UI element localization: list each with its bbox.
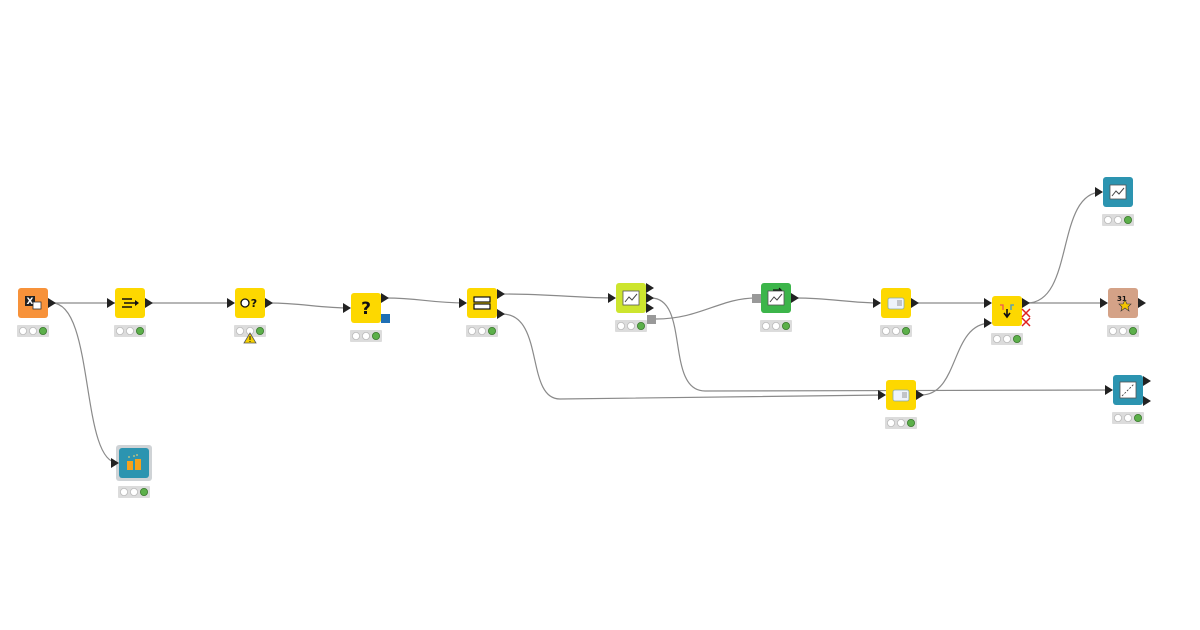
trend-arrow-icon xyxy=(767,287,785,306)
node-status-indicator xyxy=(991,333,1023,345)
question-mark-icon: ? xyxy=(361,299,371,319)
connection[interactable] xyxy=(269,302,351,309)
node-time-node[interactable]: 31 xyxy=(1100,288,1146,337)
connection[interactable] xyxy=(1026,191,1103,304)
model-input-port[interactable] xyxy=(752,294,761,303)
connection[interactable] xyxy=(385,297,467,304)
output-port[interactable] xyxy=(497,309,505,319)
connections xyxy=(51,191,1113,464)
node-excel-reader[interactable]: X xyxy=(17,288,56,337)
output-port[interactable] xyxy=(646,303,654,313)
node-status-indicator xyxy=(466,325,498,337)
output-port[interactable] xyxy=(646,283,654,293)
node-body[interactable] xyxy=(235,288,265,318)
input-port[interactable] xyxy=(343,303,351,313)
svg-text:31: 31 xyxy=(1117,295,1127,303)
input-port[interactable] xyxy=(878,390,886,400)
connection[interactable] xyxy=(51,302,119,464)
connection[interactable] xyxy=(795,297,881,304)
calendar-star-icon: 31 xyxy=(1117,295,1132,312)
output-port[interactable] xyxy=(145,298,153,308)
node-missing-value[interactable]: ? xyxy=(343,293,390,342)
svg-text:?: ? xyxy=(361,299,371,319)
connection[interactable] xyxy=(501,313,886,400)
output-port[interactable] xyxy=(916,390,924,400)
connection[interactable] xyxy=(650,297,1113,392)
node-status-indicator xyxy=(615,320,647,332)
node-partitioning[interactable] xyxy=(459,288,505,337)
document-icon xyxy=(887,297,905,310)
output-port[interactable] xyxy=(646,293,654,303)
output-port[interactable] xyxy=(1138,298,1146,308)
model-output-port[interactable] xyxy=(647,315,656,324)
node-body[interactable] xyxy=(351,293,381,323)
excel-table-icon: X xyxy=(25,296,42,310)
node-body[interactable] xyxy=(467,288,497,318)
node-bar-chart[interactable] xyxy=(111,445,152,498)
node-body[interactable] xyxy=(119,448,149,478)
warning-icon[interactable] xyxy=(243,332,257,344)
node-line-plot[interactable] xyxy=(1095,177,1134,226)
output-port[interactable] xyxy=(265,298,273,308)
connection[interactable] xyxy=(501,293,616,299)
input-port[interactable] xyxy=(608,293,616,303)
input-port[interactable] xyxy=(873,298,881,308)
node-column-filter[interactable] xyxy=(107,288,153,337)
node-transform-a[interactable] xyxy=(873,288,919,337)
line-chart-icon xyxy=(622,290,640,306)
input-port[interactable] xyxy=(984,318,992,328)
svg-text:X: X xyxy=(27,297,34,307)
output-port[interactable] xyxy=(1022,298,1030,308)
document-icon xyxy=(892,389,910,402)
output-port[interactable] xyxy=(911,298,919,308)
node-predictor[interactable] xyxy=(752,283,799,332)
clock-question-icon: ? xyxy=(240,297,257,310)
node-status-indicator xyxy=(760,320,792,332)
input-port[interactable] xyxy=(107,298,115,308)
scatter-icon xyxy=(1119,381,1137,399)
node-status-indicator xyxy=(880,325,912,337)
node-learner[interactable] xyxy=(608,283,656,332)
input-port[interactable] xyxy=(1100,298,1108,308)
split-table-icon xyxy=(473,296,491,310)
node-status-indicator xyxy=(885,417,917,429)
node-switch[interactable] xyxy=(984,296,1031,345)
node-status-indicator xyxy=(1112,412,1144,424)
bar-chart-icon xyxy=(127,454,141,470)
input-port[interactable] xyxy=(459,298,467,308)
node-status-indicator xyxy=(234,325,266,337)
node-time-missing[interactable]: ? xyxy=(227,288,273,344)
output-port[interactable] xyxy=(791,293,799,303)
output-port[interactable] xyxy=(381,293,389,303)
node-scatter-plot[interactable] xyxy=(1105,375,1151,424)
output-port[interactable] xyxy=(48,298,56,308)
node-status-indicator xyxy=(114,325,146,337)
node-status-indicator xyxy=(1107,325,1139,337)
node-status-indicator xyxy=(350,330,382,342)
output-port[interactable] xyxy=(1143,376,1151,386)
output-port[interactable] xyxy=(497,289,505,299)
connection[interactable] xyxy=(920,322,992,396)
connection[interactable] xyxy=(655,297,757,320)
input-port[interactable] xyxy=(1095,187,1103,197)
input-port[interactable] xyxy=(227,298,235,308)
node-body[interactable] xyxy=(1108,288,1138,318)
column-arrows-icon xyxy=(122,298,139,308)
node-status-indicator xyxy=(1102,214,1134,226)
area-chart-icon xyxy=(1109,184,1127,200)
inactive-port-icon xyxy=(1021,308,1031,318)
input-port[interactable] xyxy=(984,298,992,308)
node-status-indicator xyxy=(17,325,49,337)
merge-arrows-icon xyxy=(1000,304,1014,319)
input-port[interactable] xyxy=(1105,385,1113,395)
input-port[interactable] xyxy=(111,458,119,468)
inactive-port-icon xyxy=(1021,317,1031,327)
svg-text:?: ? xyxy=(251,297,257,310)
output-port[interactable] xyxy=(1143,396,1151,406)
flow-variable-port[interactable] xyxy=(381,314,390,323)
node-status-indicator xyxy=(118,486,150,498)
node-transform-b[interactable] xyxy=(878,380,924,429)
